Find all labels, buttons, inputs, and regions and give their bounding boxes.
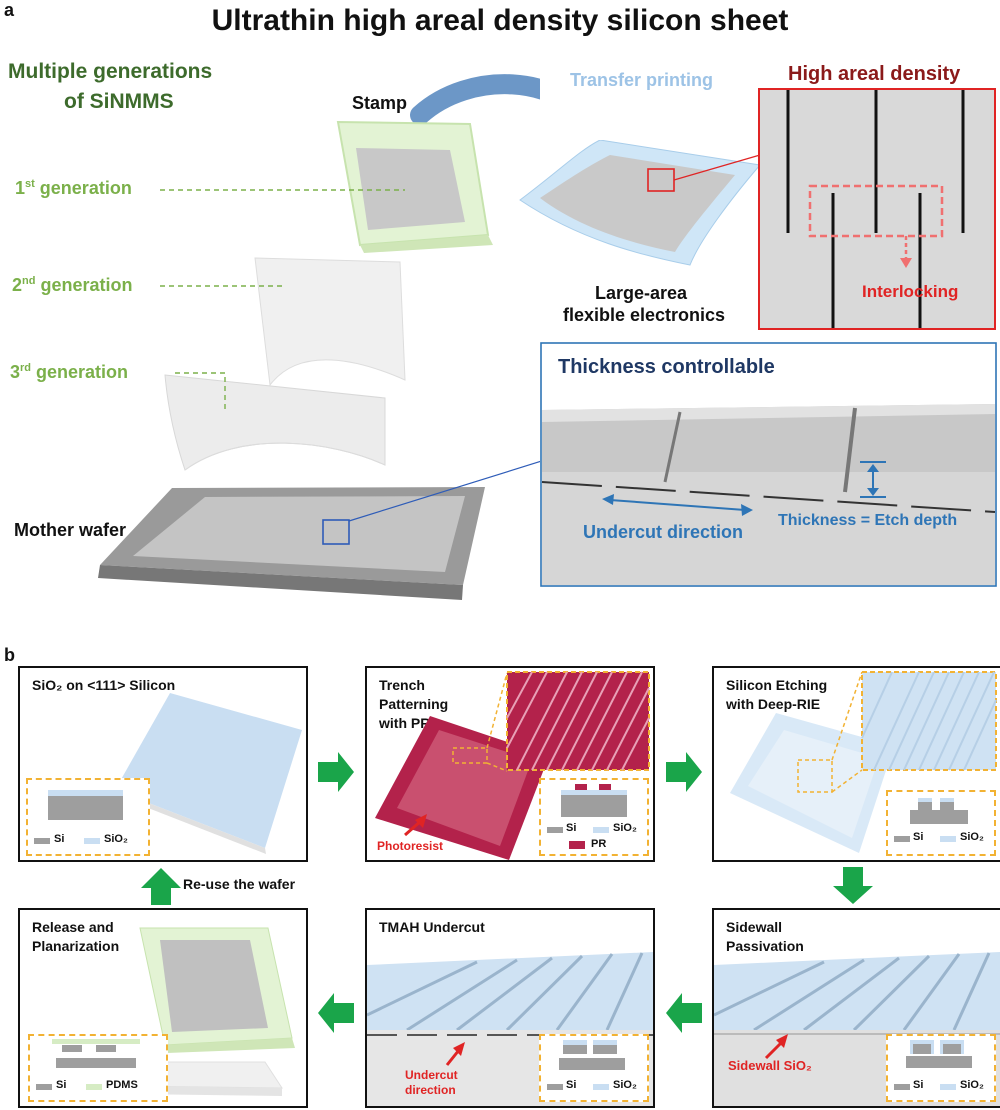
gen3-label: 3rd generation xyxy=(10,362,129,382)
flexible-electronics-label: flexible electronics xyxy=(563,305,726,325)
step2-legend: Si SiO₂ PR xyxy=(539,778,649,856)
mother-wafer-label: Mother wafer xyxy=(14,520,127,540)
interlocking-label: Interlocking xyxy=(862,282,959,301)
legend-sio2: SiO₂ xyxy=(960,1079,984,1091)
transfer-printing-label: Transfer printing xyxy=(570,70,714,90)
undercut-label-1: Undercut xyxy=(405,1068,458,1082)
process-arrows xyxy=(141,752,873,1033)
step1-legend: Si SiO₂ xyxy=(26,778,150,856)
arrow-step2-to-3 xyxy=(666,752,702,792)
legend-si: Si xyxy=(56,1079,67,1091)
step5-panel: TMAH Undercut Undercut direction Si SiO₂ xyxy=(365,908,655,1108)
legend-si: Si xyxy=(566,822,577,834)
multiple-generations-label: Multiple generations xyxy=(8,60,213,83)
legend-pdms: PDMS xyxy=(106,1079,138,1091)
step1-title: SiO₂ on <111> Silicon xyxy=(32,677,176,693)
legend-si: Si xyxy=(566,1079,577,1091)
gen2-sheet xyxy=(254,257,406,387)
step1-panel: SiO₂ on <111> Silicon Si SiO₂ xyxy=(18,666,308,862)
legend-sio2: SiO₂ xyxy=(613,1079,637,1091)
generations-illustration xyxy=(98,74,540,600)
thickness-controllable-title: Thickness controllable xyxy=(558,356,775,378)
step4-title: Sidewall Passivation xyxy=(726,919,804,954)
legend-sio2: SiO₂ xyxy=(104,833,128,845)
stamp-shape xyxy=(336,120,493,253)
figure-title: Ultrathin high areal density silicon she… xyxy=(211,4,789,37)
legend-sio2: SiO₂ xyxy=(613,822,637,834)
legend-sio2: SiO₂ xyxy=(960,831,984,843)
undercut-label-2: direction xyxy=(405,1083,456,1097)
legend-si: Si xyxy=(913,831,924,843)
arrow-reuse xyxy=(141,868,181,905)
of-sinmms-label: of SiNMMS xyxy=(64,90,174,113)
photoresist-label: Photoresist xyxy=(377,839,444,853)
step3-title: Silicon Etching with Deep-RIE xyxy=(726,677,828,712)
mother-wafer-shape xyxy=(98,460,540,600)
step3-legend: Si SiO₂ xyxy=(886,790,996,856)
step6-title: Release and Planarization xyxy=(32,919,120,954)
step5-title: TMAH Undercut xyxy=(379,919,485,935)
gen3-sheet xyxy=(164,374,386,471)
legend-si: Si xyxy=(54,833,65,845)
transfer-arrow xyxy=(410,74,540,125)
arrow-step1-to-2 xyxy=(318,752,354,792)
step5-legend: Si SiO₂ xyxy=(539,1034,649,1102)
step2-panel: Trench Patterning with PR Photoresist xyxy=(365,666,655,862)
undercut-direction-label: Undercut direction xyxy=(583,522,744,542)
step6-legend: Si PDMS xyxy=(28,1034,168,1102)
legend-pr: PR xyxy=(591,838,607,850)
gen1-label: 1st generation xyxy=(15,178,132,198)
legend-si: Si xyxy=(913,1079,924,1091)
step6-panel: Release and Planarization Si PDMS xyxy=(18,908,308,1108)
step2-title: Trench Patterning with PR xyxy=(379,677,449,731)
reuse-wafer-label: Re-use the wafer xyxy=(183,876,296,892)
step2-wafer xyxy=(375,671,650,860)
step4-panel: Sidewall Passivation Sidewall SiO₂ Si Si… xyxy=(712,908,1000,1108)
large-area-label: Large-area xyxy=(595,283,688,303)
arrow-step3-to-4 xyxy=(833,867,873,904)
thickness-eq-label: Thickness = Etch depth xyxy=(778,512,958,529)
high-areal-density-box xyxy=(758,88,996,330)
step1-wafer xyxy=(115,693,302,854)
step3-panel: Silicon Etching with Deep-RIE Si SiO₂ xyxy=(712,666,1000,862)
panel-a-letter: a xyxy=(4,0,15,20)
arrow-step4-to-5 xyxy=(666,993,702,1033)
thickness-box xyxy=(540,342,997,587)
step4-legend: Si SiO₂ xyxy=(886,1034,996,1102)
gen2-label: 2nd generation xyxy=(12,275,133,295)
flexible-electronics-illustration xyxy=(519,140,761,266)
arrow-step5-to-6 xyxy=(318,993,354,1033)
sidewall-sio2-label: Sidewall SiO₂ xyxy=(728,1058,812,1073)
panel-b-letter: b xyxy=(4,645,15,665)
step3-wafer xyxy=(730,671,997,853)
stamp-label: Stamp xyxy=(352,93,408,113)
high-areal-density-title: High areal density xyxy=(788,63,961,85)
